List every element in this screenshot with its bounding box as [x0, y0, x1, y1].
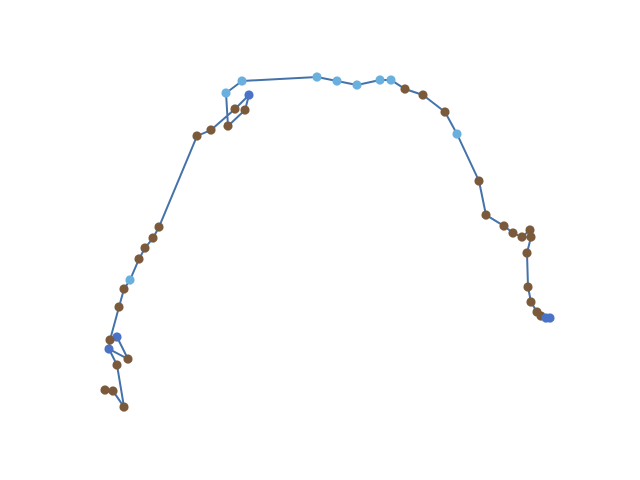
data-point — [112, 332, 122, 342]
data-point — [105, 335, 115, 345]
data-point — [352, 80, 362, 90]
data-point — [517, 232, 527, 242]
data-point — [332, 76, 342, 86]
series-line-group — [104, 76, 550, 408]
data-point — [108, 386, 118, 396]
data-point — [440, 107, 450, 117]
data-point — [114, 302, 124, 312]
data-point — [148, 233, 158, 243]
data-point — [206, 125, 216, 135]
data-point — [418, 90, 428, 100]
data-point — [112, 360, 122, 370]
data-point — [240, 105, 250, 115]
data-point — [244, 90, 254, 100]
data-point — [100, 385, 110, 395]
data-point — [230, 104, 240, 114]
data-point — [140, 243, 150, 253]
series-point-group — [100, 72, 555, 412]
data-point — [545, 313, 555, 323]
data-point — [125, 275, 135, 285]
data-point — [119, 402, 129, 412]
data-point — [508, 228, 518, 238]
data-point — [523, 282, 533, 292]
data-point — [192, 131, 202, 141]
data-point — [123, 354, 133, 364]
data-point — [375, 75, 385, 85]
data-point — [452, 129, 462, 139]
data-point — [526, 232, 536, 242]
series-line — [108, 76, 550, 408]
data-point — [237, 76, 247, 86]
data-point — [386, 75, 396, 85]
data-point — [134, 254, 144, 264]
data-point — [119, 284, 129, 294]
data-point — [522, 248, 532, 258]
data-point — [400, 84, 410, 94]
data-point — [526, 297, 536, 307]
data-point — [499, 221, 509, 231]
data-point — [221, 88, 231, 98]
data-point — [223, 121, 233, 131]
data-point — [474, 176, 484, 186]
data-point — [104, 344, 114, 354]
data-point — [312, 72, 322, 82]
data-point — [154, 222, 164, 232]
data-point — [525, 225, 535, 235]
data-point — [481, 210, 491, 220]
